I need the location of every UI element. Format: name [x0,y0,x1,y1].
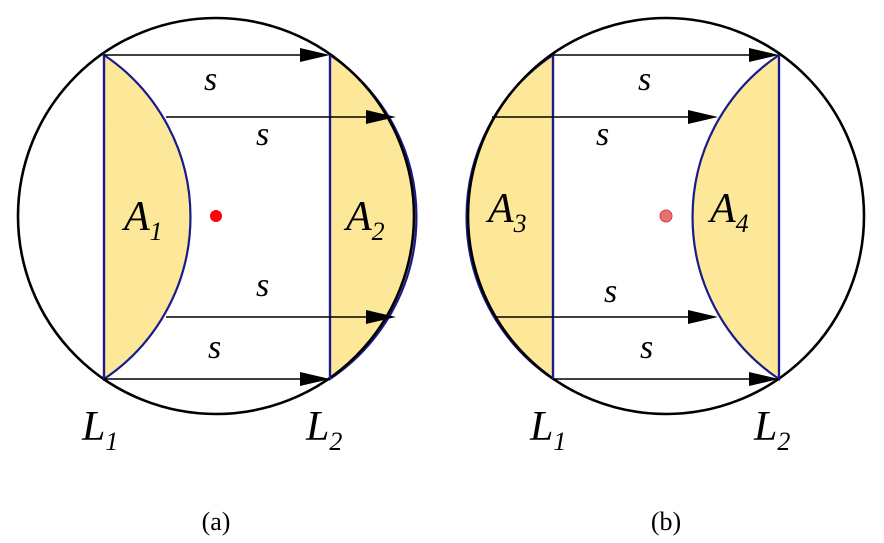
arrow-a-2 [166,110,396,124]
arrow-b-2 [492,110,718,124]
line-label-a1: L1 [81,404,118,456]
arrow-label-b-4: s [640,329,653,366]
center-point-b [659,209,673,223]
region-label-a3: A3 [485,186,527,238]
arrow-label-a-3: s [256,267,269,304]
center-point-a [210,210,222,222]
region-a1 [102,52,192,382]
circle-a [16,16,416,416]
arrow-label-b-2: s [596,116,609,153]
arrow-label-a-4: s [208,329,221,366]
caption-b: (b) [651,507,681,536]
arrow-label-a-2: s [256,116,269,153]
arrow-a-4 [104,372,330,386]
arrow-label-a-1: s [204,61,217,98]
line-label-b2: L2 [753,404,790,456]
line-label-b1: L1 [529,404,566,456]
arrow-b-1 [553,48,779,62]
arrow-label-b-1: s [638,61,651,98]
circle-b [466,16,866,416]
arrow-b-3 [496,310,718,324]
panel-a: s s s s A1 A2 L1 L2 (a) [16,16,418,536]
region-label-a4: A4 [707,186,749,238]
caption-a: (a) [202,507,231,536]
arrow-b-4 [553,372,779,386]
region-label-a1: A1 [121,194,163,246]
line-label-a2: L2 [305,404,342,456]
arrow-a-3 [166,310,396,324]
region-label-a2: A2 [343,194,385,246]
arrow-a-1 [104,48,330,62]
arrow-label-b-3: s [604,273,617,310]
region-a4 [691,52,781,382]
panel-b: s s s s A3 A4 L1 L2 (b) [465,16,866,536]
